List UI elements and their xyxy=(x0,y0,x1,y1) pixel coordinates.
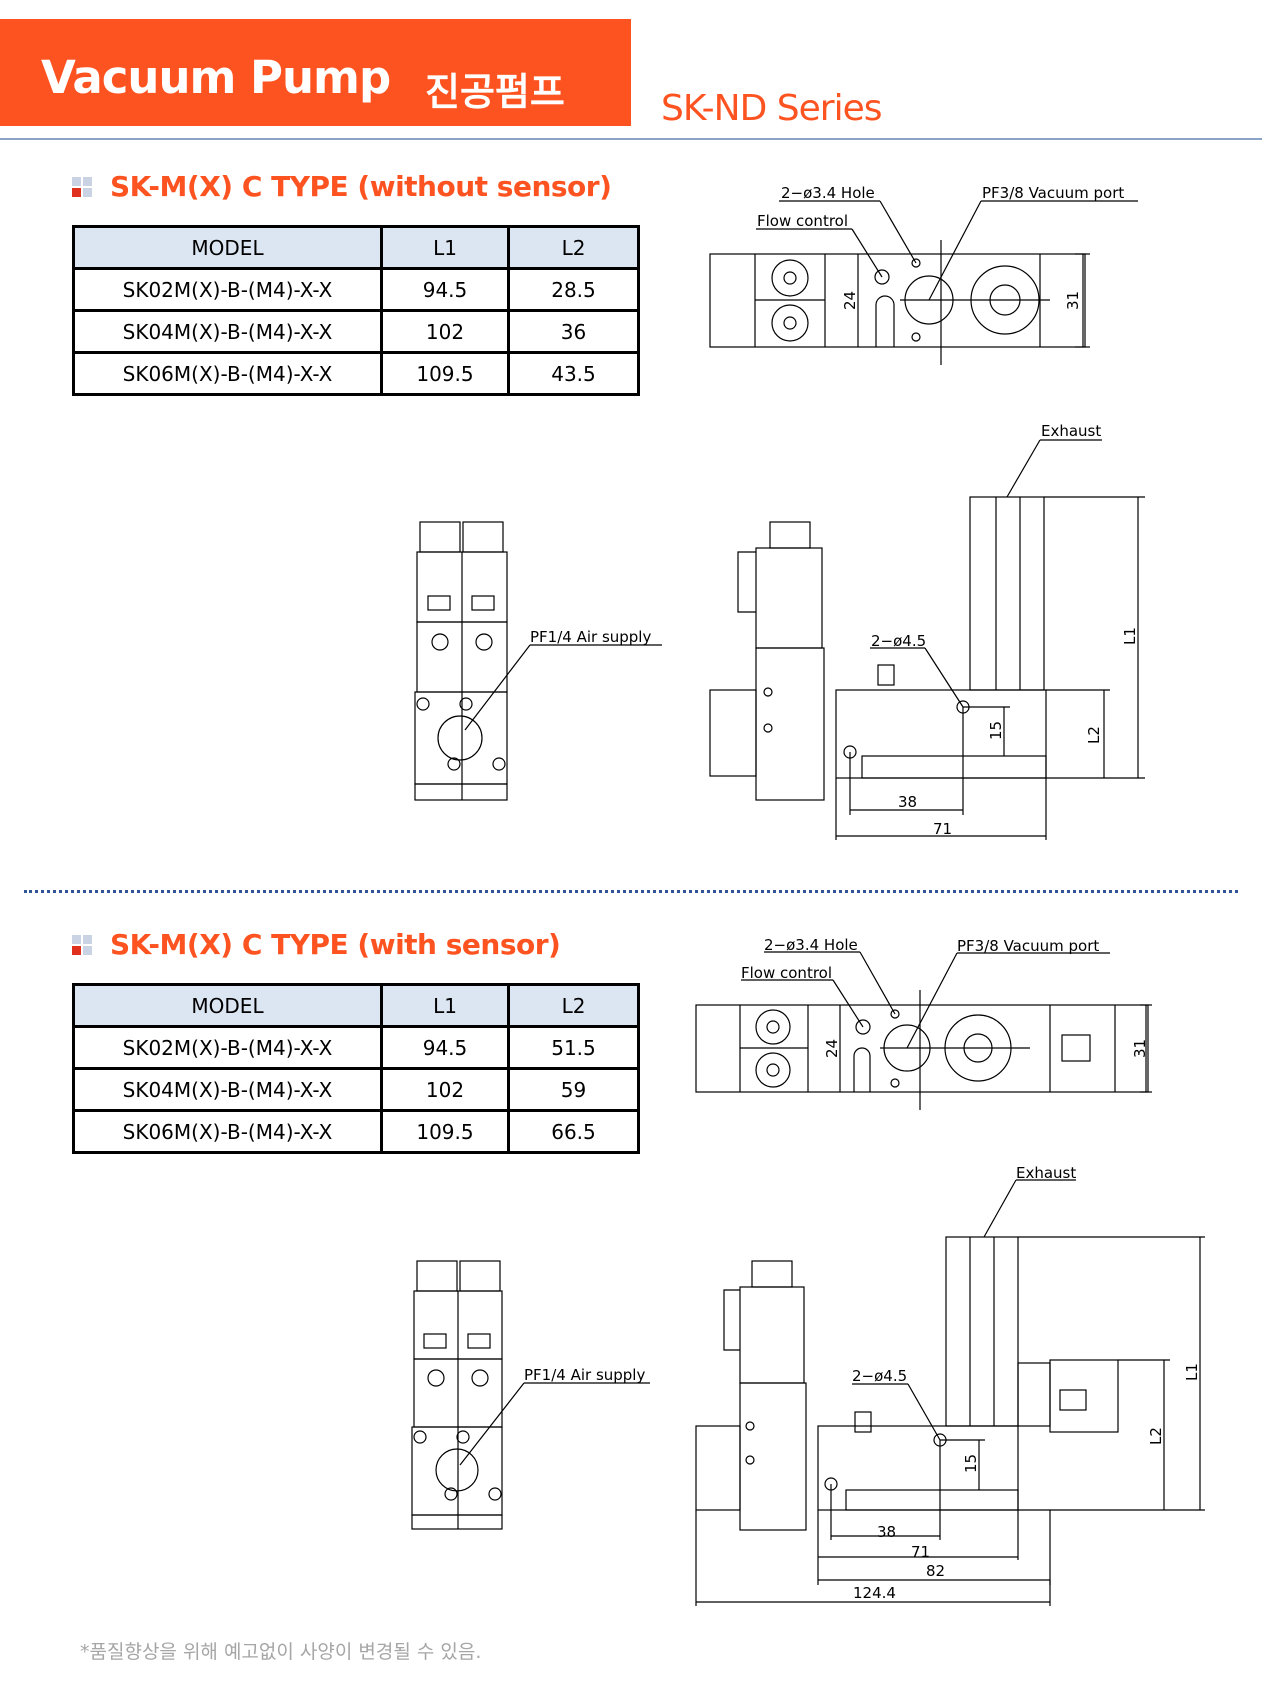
dim-l1: L1 xyxy=(1183,1363,1201,1381)
cell: SK06M(X)-B-(M4)-X-X xyxy=(72,351,383,396)
label-air-supply: PF1/4 Air supply xyxy=(524,1366,645,1384)
cell: SK02M(X)-B-(M4)-X-X xyxy=(72,267,383,312)
label-flow-control: Flow control xyxy=(741,964,832,982)
label-exhaust: Exhaust xyxy=(1016,1164,1076,1182)
label-hole: 2−ø3.4 Hole xyxy=(781,184,875,202)
dim-31: 31 xyxy=(1131,1039,1149,1058)
dim-38: 38 xyxy=(877,1523,896,1541)
dim-71: 71 xyxy=(933,820,952,838)
label-mount-hole: 2−ø4.5 xyxy=(871,632,926,650)
cell: 66.5 xyxy=(507,1109,640,1154)
col-l2: L2 xyxy=(507,983,640,1028)
cell: 102 xyxy=(380,1067,510,1112)
cell: 94.5 xyxy=(380,1025,510,1070)
label-exhaust: Exhaust xyxy=(1041,422,1101,440)
page-title: Vacuum Pump xyxy=(41,51,391,104)
series-title: SK-ND Series xyxy=(661,88,882,129)
dim-124-4: 124.4 xyxy=(853,1584,896,1602)
col-l1: L1 xyxy=(380,983,510,1028)
front-view-drawing-1 xyxy=(414,521,662,801)
cell: SK02M(X)-B-(M4)-X-X xyxy=(72,1025,383,1070)
footer-note: *품질향상을 위해 예고없이 사양이 변경될 수 있음. xyxy=(80,1641,482,1663)
front-view-drawing-2 xyxy=(411,1260,650,1530)
cell: 94.5 xyxy=(380,267,510,312)
dim-l1: L1 xyxy=(1121,627,1139,645)
dim-l2: L2 xyxy=(1147,1427,1165,1445)
label-mount-hole: 2−ø4.5 xyxy=(852,1367,907,1385)
section-heading-without-sensor: SK-M(X) C TYPE (without sensor) xyxy=(72,170,612,203)
label-vacuum-port: PF3/8 Vacuum port xyxy=(957,937,1099,955)
cell: 59 xyxy=(507,1067,640,1112)
cell: 43.5 xyxy=(507,351,640,396)
top-view-drawing-2 xyxy=(695,951,1152,1110)
label-flow-control: Flow control xyxy=(757,212,848,230)
side-view-drawing-2 xyxy=(695,1179,1205,1606)
top-view-drawing-1 xyxy=(709,200,1138,365)
label-hole: 2−ø3.4 Hole xyxy=(764,936,858,954)
dim-38: 38 xyxy=(898,793,917,811)
section-heading-with-sensor: SK-M(X) C TYPE (with sensor) xyxy=(72,928,561,961)
cell: 109.5 xyxy=(380,1109,510,1154)
dim-71: 71 xyxy=(911,1543,930,1561)
cell: SK04M(X)-B-(M4)-X-X xyxy=(72,1067,383,1112)
col-model: MODEL xyxy=(72,225,383,270)
dim-24: 24 xyxy=(841,291,859,310)
dim-l2: L2 xyxy=(1085,726,1103,744)
page-title-korean: 진공펌프 xyxy=(425,70,565,114)
side-view-drawing-1 xyxy=(709,439,1145,840)
section-title: SK-M(X) C TYPE (without sensor) xyxy=(110,170,612,203)
header-divider xyxy=(0,138,1262,140)
bullet-squares-icon xyxy=(72,176,94,197)
cell: SK06M(X)-B-(M4)-X-X xyxy=(72,1109,383,1154)
section-title: SK-M(X) C TYPE (with sensor) xyxy=(110,928,561,961)
cell: 102 xyxy=(380,309,510,354)
label-vacuum-port: PF3/8 Vacuum port xyxy=(982,184,1124,202)
dim-15: 15 xyxy=(962,1454,980,1473)
label-air-supply: PF1/4 Air supply xyxy=(530,628,651,646)
cell: 36 xyxy=(507,309,640,354)
dim-15: 15 xyxy=(987,721,1005,740)
section-divider xyxy=(24,890,1238,893)
cell: SK04M(X)-B-(M4)-X-X xyxy=(72,309,383,354)
cell: 28.5 xyxy=(507,267,640,312)
col-l2: L2 xyxy=(507,225,640,270)
col-l1: L1 xyxy=(380,225,510,270)
bullet-squares-icon xyxy=(72,934,94,955)
dim-24: 24 xyxy=(823,1039,841,1058)
dim-82: 82 xyxy=(926,1562,945,1580)
cell: 51.5 xyxy=(507,1025,640,1070)
dim-31: 31 xyxy=(1064,291,1082,310)
col-model: MODEL xyxy=(72,983,383,1028)
cell: 109.5 xyxy=(380,351,510,396)
header-banner: Vacuum Pump 진공펌프 xyxy=(0,19,631,126)
